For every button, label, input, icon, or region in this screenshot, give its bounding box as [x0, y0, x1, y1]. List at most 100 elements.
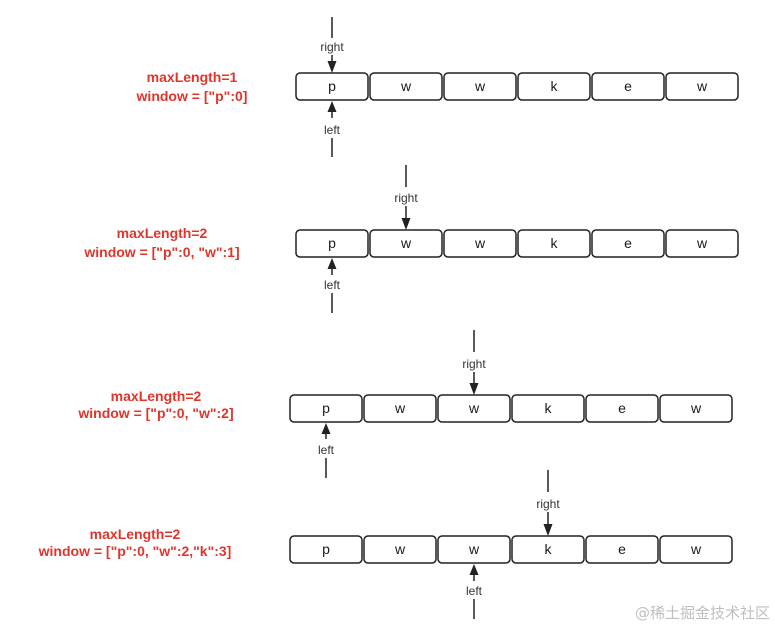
cell-value: k [545, 400, 553, 416]
cell-box [665, 72, 739, 101]
cell-value: e [618, 400, 626, 416]
right-label: right [394, 191, 418, 205]
cell-value: w [400, 78, 412, 94]
array-cell: w [363, 394, 437, 423]
cell-value: w [696, 235, 708, 251]
arrow-down-icon [543, 524, 553, 536]
right-pointer: right [394, 165, 418, 230]
cell-value: p [328, 78, 336, 94]
watermark: @稀土掘金技术社区 [635, 604, 770, 622]
max-length-label: maxLength=1 [147, 69, 238, 85]
step: maxLength=2 window = ["p":0, "w":2,"k":3… [38, 470, 733, 619]
right-pointer: right [536, 470, 560, 536]
cell-box [591, 229, 665, 258]
array: p w w k e w [289, 535, 733, 564]
array-cell: p [295, 229, 369, 258]
window-label: window = ["p":0, "w":1] [83, 244, 239, 260]
array-cell: w [665, 229, 739, 258]
right-label: right [320, 40, 344, 54]
array-cell: w [437, 394, 511, 423]
array-cell: e [591, 72, 665, 101]
cell-value: k [545, 541, 553, 557]
array-cell: p [295, 72, 369, 101]
array-cell: w [659, 535, 733, 564]
left-label: left [466, 584, 483, 598]
arrow-down-icon [469, 383, 479, 395]
cell-box [517, 229, 591, 258]
array-cell: w [437, 535, 511, 564]
max-length-label: maxLength=2 [117, 225, 208, 241]
arrow-up-icon [327, 258, 337, 269]
array-cell: e [591, 229, 665, 258]
cell-box [437, 535, 511, 564]
left-label: left [318, 443, 335, 457]
arrow-up-icon [321, 423, 331, 434]
cell-box [591, 72, 665, 101]
right-label: right [536, 497, 560, 511]
left-pointer: left [324, 258, 341, 313]
cell-value: e [624, 235, 632, 251]
left-label: left [324, 278, 341, 292]
array-cell: e [585, 394, 659, 423]
array-cell: p [289, 535, 363, 564]
cell-box [443, 72, 517, 101]
cell-value: e [618, 541, 626, 557]
cell-box [289, 535, 363, 564]
cell-value: w [474, 235, 486, 251]
right-label: right [462, 357, 486, 371]
array-cell: k [517, 229, 591, 258]
array-cell: w [363, 535, 437, 564]
array-cell: w [665, 72, 739, 101]
arrow-down-icon [327, 61, 337, 73]
array-cell: w [659, 394, 733, 423]
cell-value: w [696, 78, 708, 94]
array-cell: k [511, 535, 585, 564]
arrow-up-icon [469, 564, 479, 575]
cell-box [511, 394, 585, 423]
array-cell: e [585, 535, 659, 564]
cell-box [295, 229, 369, 258]
cell-value: w [474, 78, 486, 94]
cell-box [363, 535, 437, 564]
cell-value: w [394, 541, 406, 557]
arrow-down-icon [401, 218, 411, 230]
cell-box [517, 72, 591, 101]
cell-value: p [322, 541, 330, 557]
step: maxLength=2 window = ["p":0, "w":1] p w … [83, 165, 739, 313]
cell-value: w [468, 400, 480, 416]
cell-box [659, 394, 733, 423]
cell-value: w [690, 400, 702, 416]
cell-box [659, 535, 733, 564]
step: maxLength=1 window = ["p":0] p w w k e w… [136, 17, 739, 157]
array-cell: w [369, 72, 443, 101]
cell-value: p [328, 235, 336, 251]
array-cell: w [443, 229, 517, 258]
array: p w w k e w [289, 394, 733, 423]
cell-value: k [551, 78, 559, 94]
max-length-label: maxLength=2 [111, 388, 202, 404]
arrow-up-icon [327, 101, 337, 112]
cell-value: p [322, 400, 330, 416]
cell-box [369, 72, 443, 101]
cell-value: w [468, 541, 480, 557]
cell-box [585, 535, 659, 564]
window-label: window = ["p":0] [136, 88, 248, 104]
array-cell: k [517, 72, 591, 101]
cell-box [289, 394, 363, 423]
array-cell: p [289, 394, 363, 423]
max-length-label: maxLength=2 [90, 526, 181, 542]
window-label: window = ["p":0, "w":2] [77, 405, 233, 421]
cell-value: w [400, 235, 412, 251]
array-cell: w [369, 229, 443, 258]
array-cell: k [511, 394, 585, 423]
array: p w w k e w [295, 229, 739, 258]
left-pointer: left [466, 564, 483, 619]
array: p w w k e w [295, 72, 739, 101]
cell-box [363, 394, 437, 423]
cell-value: e [624, 78, 632, 94]
window-label: window = ["p":0, "w":2,"k":3] [38, 543, 232, 559]
left-pointer: left [324, 101, 341, 157]
array-cell: w [443, 72, 517, 101]
cell-value: k [551, 235, 559, 251]
